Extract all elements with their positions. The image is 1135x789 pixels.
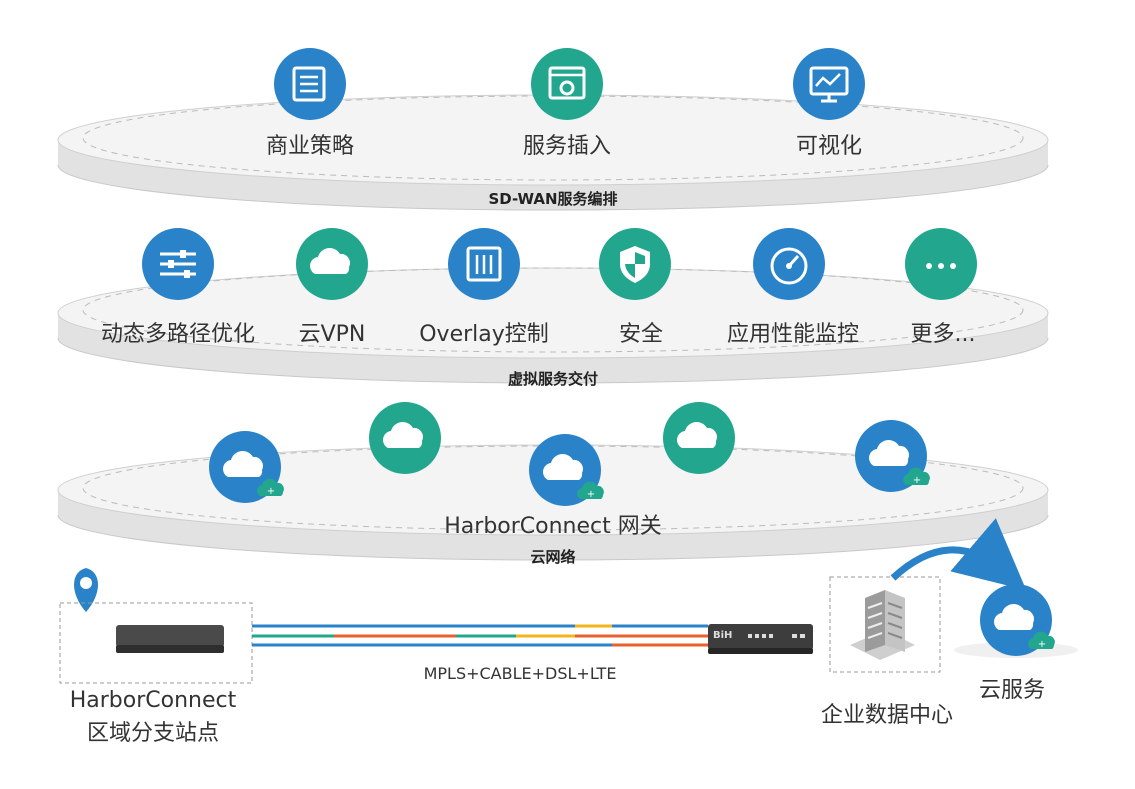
cloud-arrow bbox=[890, 518, 1027, 591]
gauge-icon bbox=[753, 228, 825, 300]
gateway-cloud-3: + bbox=[855, 420, 930, 492]
gateway-label: HarborConnect 网关 bbox=[444, 514, 662, 539]
branch-site-box bbox=[59, 602, 253, 684]
cloud-node-2 bbox=[663, 402, 735, 474]
cloud-icon bbox=[296, 228, 368, 300]
browser-gear-icon bbox=[531, 48, 603, 120]
shield-icon bbox=[599, 228, 671, 300]
virtual-tier-label: 虚拟服务交付 bbox=[507, 370, 599, 388]
svg-text:+: + bbox=[1038, 639, 1046, 650]
datacenter-label: 企业数据中心 bbox=[820, 703, 954, 728]
virtual-item-label: Overlay控制 bbox=[419, 322, 549, 347]
cloud-node-1 bbox=[369, 402, 441, 474]
branch-label-line1: HarborConnect bbox=[69, 688, 237, 713]
virtual-item-label: 更多... bbox=[910, 322, 976, 347]
virtual-item-label: 安全 bbox=[618, 322, 664, 347]
control-panel-icon bbox=[448, 228, 520, 300]
device-brand-label: BiH bbox=[713, 630, 733, 641]
cloud-service-icon: + bbox=[980, 584, 1055, 656]
building-icon bbox=[850, 590, 915, 660]
wan-links bbox=[252, 624, 708, 647]
svg-text:+: + bbox=[587, 489, 595, 500]
virtual-item-label: 应用性能监控 bbox=[726, 322, 860, 347]
branch-label-line2: 区域分支站点 bbox=[86, 721, 220, 746]
orchestration-tier-label: SD-WAN服务编排 bbox=[488, 190, 618, 208]
gateway-cloud-2: + bbox=[529, 434, 604, 506]
branch-router-device bbox=[116, 625, 224, 653]
gateway-cloud-1: + bbox=[209, 431, 284, 503]
location-pin-icon bbox=[74, 568, 98, 612]
monitor-chart-icon bbox=[793, 48, 865, 120]
virtual-item-label: 动态多路径优化 bbox=[100, 322, 256, 347]
svg-text:+: + bbox=[267, 486, 275, 497]
datacenter-box bbox=[829, 576, 941, 673]
document-icon bbox=[274, 48, 346, 120]
cloud-service-label: 云服务 bbox=[978, 678, 1046, 703]
orchestration-item-label: 可视化 bbox=[795, 134, 863, 159]
more-icon bbox=[905, 228, 977, 300]
svg-text:+: + bbox=[913, 475, 921, 486]
wan-link-label: MPLS+CABLE+DSL+LTE bbox=[423, 664, 617, 683]
cloud-network-tier-label: 云网络 bbox=[530, 548, 576, 566]
headend-device bbox=[708, 624, 813, 654]
sliders-icon bbox=[142, 228, 214, 300]
orchestration-item-label: 商业策略 bbox=[265, 134, 355, 159]
orchestration-item-label: 服务插入 bbox=[522, 134, 612, 159]
virtual-item-label: 云VPN bbox=[298, 322, 366, 347]
